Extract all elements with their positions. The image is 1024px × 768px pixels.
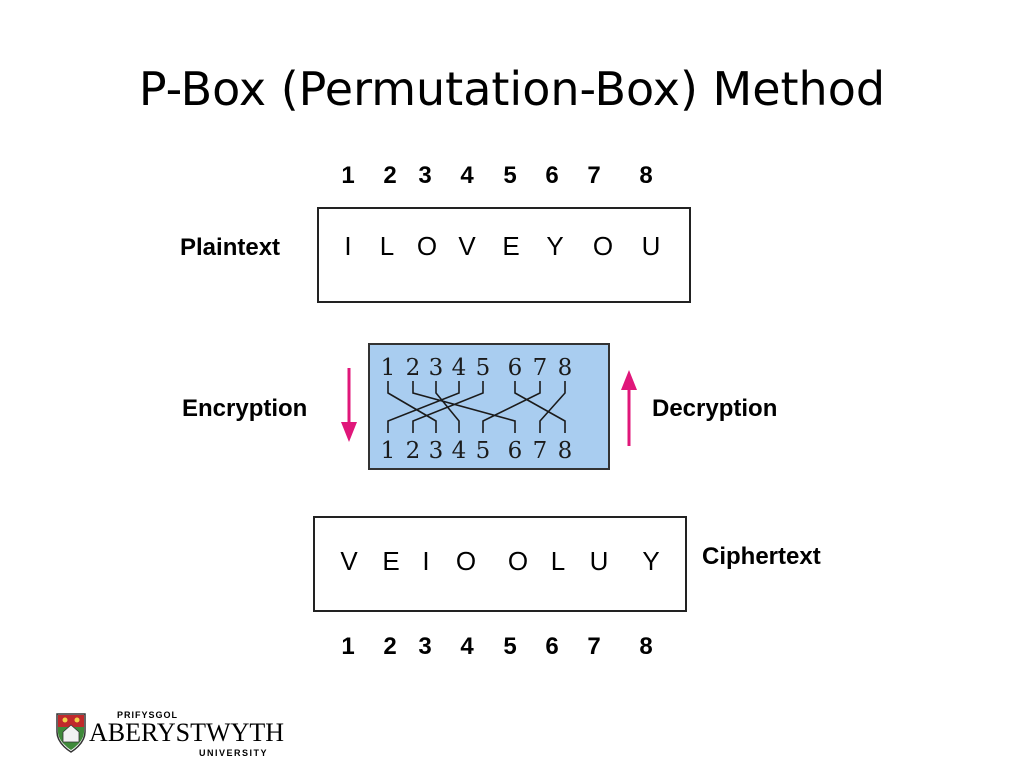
pbox-bottom-number: 2 xyxy=(406,438,421,464)
pbox-bottom-number: 3 xyxy=(429,438,444,464)
pbox-top-number: 2 xyxy=(406,355,421,381)
permutation-wire xyxy=(387,381,460,433)
permutation-wire xyxy=(387,381,437,433)
top-position-numbers: 1 2 3 4 5 6 7 8 xyxy=(0,162,1024,192)
permutation-wire xyxy=(482,381,541,433)
slide-title: P-Box (Permutation-Box) Method xyxy=(138,62,886,116)
position-number: 6 xyxy=(545,633,559,660)
plaintext-box: I L O V E Y O U xyxy=(317,207,691,303)
ciphertext-letter: O xyxy=(507,546,529,576)
position-number: 5 xyxy=(503,633,517,660)
encryption-arrow-icon xyxy=(341,368,357,442)
ciphertext-box: V E I O O L U Y xyxy=(313,516,687,612)
position-number: 7 xyxy=(587,633,601,660)
ciphertext-letter: V xyxy=(340,546,358,576)
plaintext-letter: O xyxy=(592,231,614,261)
pbox-top-number: 7 xyxy=(533,355,548,381)
pbox-bottom-number: 5 xyxy=(476,438,491,464)
logo-main-text: ABERYSTWYTH xyxy=(89,718,284,747)
bottom-position-numbers: 1 2 3 4 5 6 7 8 xyxy=(0,633,1024,663)
pbox-bottom-number: 6 xyxy=(508,438,523,464)
encryption-label: Encryption xyxy=(182,395,308,422)
ciphertext-letter: E xyxy=(382,546,400,576)
permutation-wire xyxy=(412,380,516,433)
logo-top-text: PRIFYSGOL xyxy=(117,710,179,720)
pbox-top-number: 6 xyxy=(508,355,523,381)
position-number: 2 xyxy=(383,633,397,660)
plaintext-letter: I xyxy=(344,231,352,261)
pbox-top-number: 5 xyxy=(476,355,491,381)
plaintext-letter: V xyxy=(458,231,476,261)
position-number: 2 xyxy=(383,162,397,189)
pbox-top-number: 4 xyxy=(452,355,467,381)
logo-bottom-text: UNIVERSITY xyxy=(199,748,269,758)
plaintext-letter: U xyxy=(641,231,661,261)
plaintext-letter: E xyxy=(502,231,520,261)
position-number: 3 xyxy=(418,633,432,660)
ciphertext-letter: O xyxy=(455,546,477,576)
decryption-arrow-icon xyxy=(621,370,637,446)
plaintext-label: Plaintext xyxy=(180,234,281,261)
ciphertext-letter: I xyxy=(422,546,430,576)
position-number: 5 xyxy=(503,162,517,189)
pbox-bottom-number: 7 xyxy=(533,438,548,464)
position-number: 8 xyxy=(639,633,653,660)
position-number: 1 xyxy=(341,633,355,660)
pbox-top-number: 3 xyxy=(429,355,444,381)
position-number: 4 xyxy=(460,162,474,189)
position-number: 6 xyxy=(545,162,559,189)
permutation-wire xyxy=(435,381,460,433)
pbox-bottom-number: 4 xyxy=(452,438,467,464)
position-number: 8 xyxy=(639,162,653,189)
plaintext-letter: Y xyxy=(546,231,564,261)
position-number: 4 xyxy=(460,633,474,660)
position-number: 1 xyxy=(341,162,355,189)
ciphertext-letter: Y xyxy=(642,546,660,576)
decryption-label: Decryption xyxy=(652,395,778,422)
position-number: 7 xyxy=(587,162,601,189)
university-logo: PRIFYSGOL ABERYSTWYTH UNIVERSITY xyxy=(55,710,285,758)
ciphertext-letter: L xyxy=(550,546,566,576)
university-shield-icon xyxy=(56,713,86,753)
permutation-wire xyxy=(514,381,566,433)
plaintext-letter: O xyxy=(416,231,438,261)
pbox-bottom-number: 1 xyxy=(381,438,396,464)
position-number: 3 xyxy=(418,162,432,189)
pbox-bottom-number: 8 xyxy=(558,438,573,464)
ciphertext-label: Ciphertext xyxy=(702,543,821,570)
ciphertext-letter: U xyxy=(589,546,609,576)
permutation-wire xyxy=(539,381,566,433)
pbox-top-number: 1 xyxy=(381,355,396,381)
plaintext-letter: L xyxy=(379,231,395,261)
pbox-top-number: 8 xyxy=(558,355,573,381)
